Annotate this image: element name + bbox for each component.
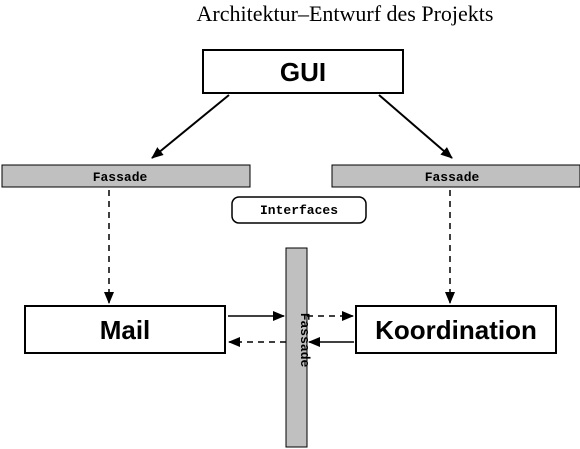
facade-vertical-label: Fassade [297, 313, 312, 368]
arrow-gui-to-right-facade [378, 94, 453, 159]
facade-right-label: Fassade [425, 170, 480, 185]
facade-vertical: Fassade [285, 247, 312, 448]
facade-left-label: Fassade [93, 170, 148, 185]
gui-node: GUI [202, 49, 404, 94]
koordination-label: Koordination [375, 315, 537, 345]
interfaces-badge: Interfaces [231, 196, 367, 224]
mail-node: Mail [24, 305, 226, 354]
facade-right: Fassade [331, 164, 580, 188]
koordination-node: Koordination [355, 305, 557, 354]
facade-left: Fassade [1, 164, 251, 188]
mail-label: Mail [100, 315, 151, 345]
diagram-title: Architektur–Entwurf des Projekts [197, 1, 494, 26]
gui-label: GUI [280, 57, 326, 87]
arrow-gui-to-left-facade [151, 94, 230, 159]
interfaces-label: Interfaces [260, 203, 338, 218]
